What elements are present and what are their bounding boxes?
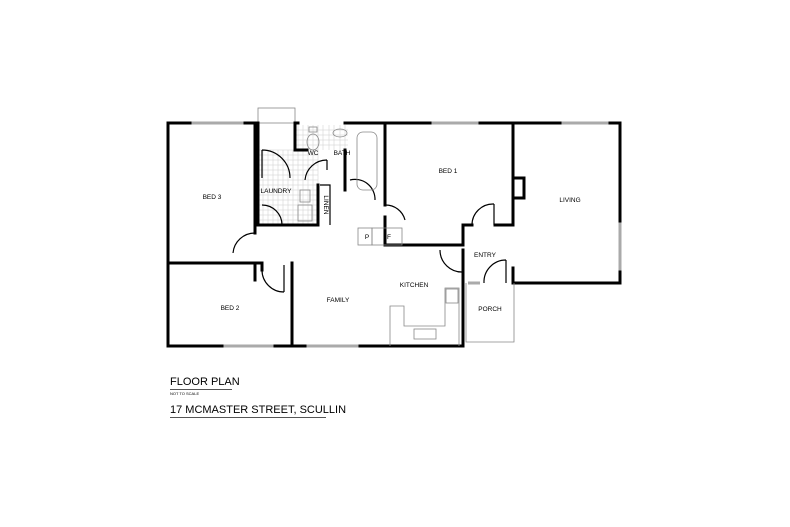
- room-label-bed3: BED 3: [203, 194, 222, 201]
- room-label-linen: LINEN: [322, 195, 329, 214]
- washer-icon: [297, 204, 313, 222]
- room-label-entry: ENTRY: [474, 252, 497, 259]
- room-label-family: FAMILY: [327, 297, 350, 304]
- room-label-living: LIVING: [559, 197, 580, 204]
- room-label-bath: BATH: [334, 150, 351, 157]
- room-label-bed2: BED 2: [221, 305, 240, 312]
- scale-note: NOT TO SCALE: [170, 391, 200, 396]
- label-fridge: F: [387, 234, 391, 241]
- fridge-space: [371, 227, 403, 246]
- laundry-tiles: [257, 125, 348, 226]
- fixtures: [297, 126, 515, 346]
- door-swings: [232, 149, 507, 293]
- label-pantry: P: [365, 234, 369, 241]
- kitchen-bench: [389, 287, 460, 346]
- rear-landing: [257, 107, 296, 124]
- windows: [190, 121, 622, 348]
- porch-outline: [465, 283, 515, 343]
- walls: [166, 121, 622, 348]
- room-label-laundry: LAUNDRY: [261, 188, 293, 195]
- toilet-icon: [306, 133, 320, 151]
- room-label-porch: PORCH: [478, 306, 502, 313]
- address-underline: [170, 417, 326, 418]
- room-label-wc: WC: [308, 150, 319, 157]
- room-label-bed1: BED 1: [439, 168, 458, 175]
- sink-icon: [413, 328, 437, 340]
- bathtub-icon: [356, 131, 378, 191]
- plan-title: FLOOR PLAN: [170, 376, 240, 388]
- cooktop-icon: [445, 288, 459, 304]
- address: 17 MCMASTER STREET, SCULLIN: [170, 404, 347, 416]
- basin-icon: [332, 128, 348, 138]
- laundry-tub-icon: [299, 189, 311, 203]
- room-label-kitchen: KITCHEN: [400, 282, 429, 289]
- title-underline: [170, 389, 232, 390]
